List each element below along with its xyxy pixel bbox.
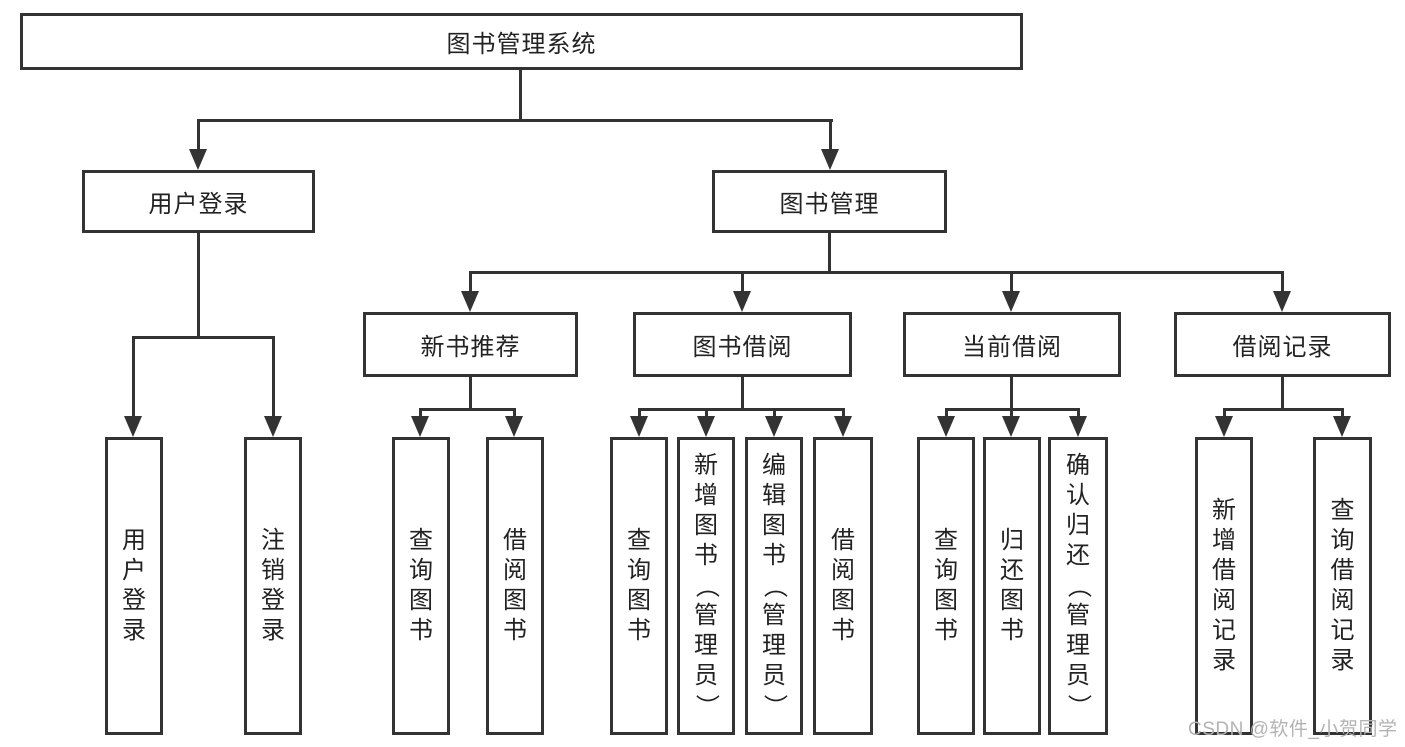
leaf-borrow-books-recommend: 借阅图书 <box>486 437 544 735</box>
connector-g1-stem <box>469 377 472 411</box>
node-root-system: 图书管理系统 <box>20 13 1023 70</box>
arrow-down-icon <box>411 416 429 437</box>
connector-mgmt-drop-4 <box>1281 271 1284 295</box>
connector-g4-drop-2 <box>1341 408 1344 422</box>
arrow-down-icon <box>834 416 852 437</box>
leaf-confirm-return-admin: 确认归还（管理员） <box>1048 437 1108 735</box>
leaf-query-borrow-record: 查询借阅记录 <box>1313 437 1372 735</box>
leaf-query-books-current: 查询图书 <box>917 437 975 735</box>
arrow-down-icon <box>1002 416 1020 437</box>
csdn-watermark: CSDN @软件_小贺同学 <box>1188 719 1398 740</box>
leaf-query-books-borrow: 查询图书 <box>610 437 668 735</box>
connector-g3-drop-3 <box>1077 408 1080 422</box>
connector-mgmt-drop-2 <box>741 271 744 295</box>
node-book-management-label: 图书管理 <box>779 191 880 218</box>
connector-g4-drop-1 <box>1223 408 1226 422</box>
arrow-down-icon <box>733 291 751 312</box>
connector-g4-stem <box>1281 377 1284 411</box>
arrow-down-icon <box>264 416 282 437</box>
connector-mgmt-crossbar <box>469 271 1284 274</box>
node-new-book-recommend-label: 新书推荐 <box>420 334 521 361</box>
connector-login-drop-1 <box>132 336 135 420</box>
arrow-down-icon <box>1273 291 1291 312</box>
node-user-login-label: 用户登录 <box>148 191 249 218</box>
arrow-down-icon <box>189 149 207 170</box>
arrow-down-icon <box>1333 416 1351 437</box>
connector-root-crossbar <box>197 119 833 122</box>
leaf-borrow-books: 借阅图书 <box>813 437 873 735</box>
leaf-user-login: 用户登录 <box>105 437 163 735</box>
connector-root-right-drop <box>829 119 832 152</box>
connector-mgmt-drop-3 <box>1010 271 1013 295</box>
arrow-down-icon <box>765 416 783 437</box>
connector-g2-stem <box>741 377 744 411</box>
connector-g3-stem <box>1010 377 1013 411</box>
arrow-down-icon <box>124 416 142 437</box>
node-book-borrow-label: 图书借阅 <box>692 334 793 361</box>
node-current-borrow: 当前借阅 <box>903 312 1121 377</box>
connector-login-stem <box>197 233 200 336</box>
connector-mgmt-drop-1 <box>469 271 472 295</box>
arrow-down-icon <box>505 416 523 437</box>
node-current-borrow-label: 当前借阅 <box>962 334 1062 361</box>
connector-g3-drop-2 <box>1010 408 1013 422</box>
leaf-add-borrow-record: 新增借阅记录 <box>1195 437 1253 735</box>
connector-g3-drop-1 <box>945 408 948 422</box>
connector-g4-crossbar <box>1223 408 1344 411</box>
node-borrow-records-label: 借阅记录 <box>1232 334 1333 361</box>
arrow-down-icon <box>1069 416 1087 437</box>
connector-g1-crossbar <box>419 408 516 411</box>
connector-g2-crossbar <box>638 408 845 411</box>
node-new-book-recommend: 新书推荐 <box>363 312 578 377</box>
node-borrow-records: 借阅记录 <box>1174 312 1391 377</box>
connector-g2-drop-1 <box>638 408 641 422</box>
arrow-down-icon <box>821 149 839 170</box>
node-book-management: 图书管理 <box>712 170 947 233</box>
connector-g2-drop-3 <box>773 408 776 422</box>
node-root-label: 图书管理系统 <box>446 31 597 58</box>
connector-root-left-drop <box>197 119 200 152</box>
arrow-down-icon <box>1215 416 1233 437</box>
leaf-query-books-recommend: 查询图书 <box>392 437 450 735</box>
connector-g1-drop-2 <box>513 408 516 422</box>
connector-login-drop-2 <box>272 336 275 420</box>
connector-login-crossbar <box>132 336 275 339</box>
connector-g2-drop-2 <box>705 408 708 422</box>
arrow-down-icon <box>937 416 955 437</box>
connector-g1-drop-1 <box>419 408 422 422</box>
leaf-edit-books-admin: 编辑图书（管理员） <box>745 437 803 735</box>
connector-g2-drop-4 <box>842 408 845 422</box>
arrow-down-icon <box>697 416 715 437</box>
node-book-borrow: 图书借阅 <box>633 312 852 377</box>
leaf-add-books-admin: 新增图书（管理员） <box>677 437 735 735</box>
leaf-logout: 注销登录 <box>244 437 302 735</box>
arrow-down-icon <box>461 291 479 312</box>
arrow-down-icon <box>1002 291 1020 312</box>
node-user-login: 用户登录 <box>82 170 315 233</box>
connector-mgmt-stem <box>828 233 831 271</box>
leaf-return-books: 归还图书 <box>983 437 1041 735</box>
arrow-down-icon <box>630 416 648 437</box>
connector-root-stem <box>519 70 522 121</box>
